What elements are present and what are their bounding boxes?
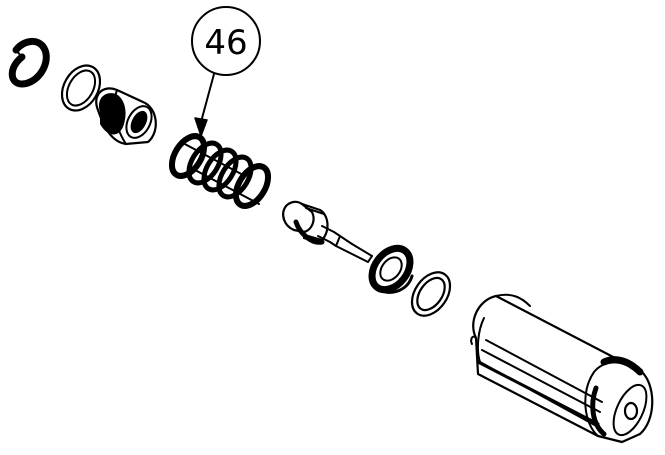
- callout-label: 46: [204, 23, 247, 63]
- cylinder-housing: [470, 293, 654, 444]
- coil-spring: [168, 133, 272, 209]
- flat-washer-left: [60, 64, 102, 112]
- callout-46: 46: [191, 6, 261, 137]
- callout-leader-line: [200, 73, 215, 123]
- callout-circle: [191, 6, 261, 76]
- valve-stem: [282, 200, 373, 263]
- flat-washer-right: [410, 271, 452, 317]
- o-ring-seal: [368, 244, 414, 294]
- callout-arrowhead: [194, 117, 208, 137]
- bushing: [95, 87, 157, 146]
- retaining-ring: [8, 38, 50, 88]
